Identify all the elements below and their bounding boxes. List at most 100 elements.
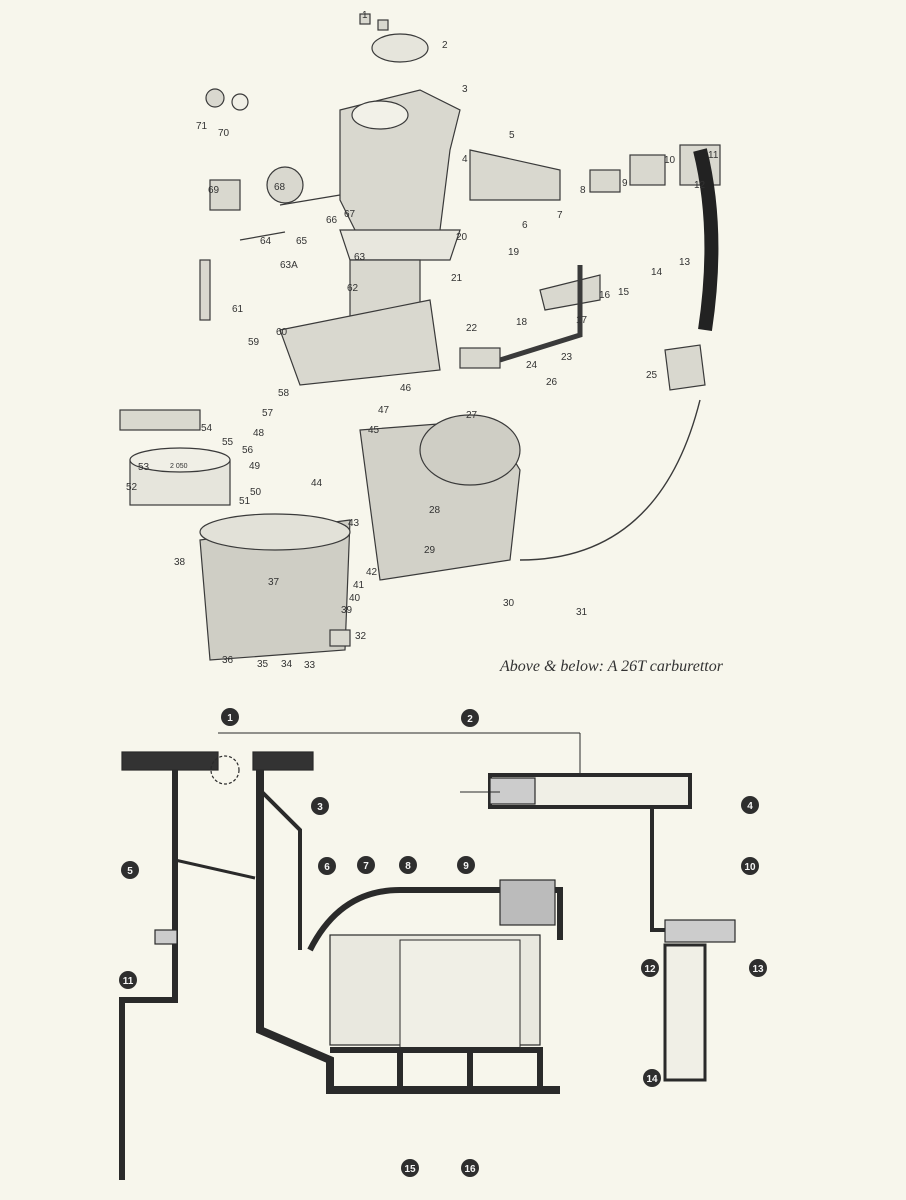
part-label-4: 4 — [462, 154, 468, 165]
part-label-62: 62 — [347, 283, 359, 294]
part-label-5: 5 — [509, 130, 515, 141]
part-label-50: 50 — [250, 487, 262, 498]
part-label-49: 49 — [249, 461, 261, 472]
svg-text:11: 11 — [123, 976, 134, 987]
part-label-18: 18 — [516, 317, 528, 328]
part-label-70: 70 — [218, 128, 230, 139]
part-label-29: 29 — [424, 545, 436, 556]
cutaway-view-drawing — [119, 732, 736, 1180]
callout-11: 11 — [119, 971, 137, 989]
figure-caption: Above & below: A 26T carburettor — [500, 658, 723, 675]
part-label-23: 23 — [561, 352, 573, 363]
part-label-63: 63 — [354, 252, 366, 263]
callout-14: 14 — [643, 1069, 661, 1087]
part-label-12: 12 — [694, 180, 706, 191]
part-label-35: 35 — [257, 659, 269, 670]
part-label-25: 25 — [646, 370, 658, 381]
part-label-59: 59 — [248, 337, 260, 348]
part-label-56: 56 — [242, 445, 254, 456]
callout-7: 7 — [357, 856, 375, 874]
part-label-42: 42 — [366, 567, 378, 578]
part-label-51: 51 — [239, 496, 251, 507]
svg-text:1: 1 — [227, 713, 233, 724]
part-label-63a: 63A — [280, 260, 298, 271]
part-label-2: 2 — [442, 40, 448, 51]
part-label-37: 37 — [268, 577, 280, 588]
callout-4: 4 — [741, 796, 759, 814]
part-label-27: 27 — [466, 410, 478, 421]
part-label-67: 67 — [344, 209, 356, 220]
part-label-41: 41 — [353, 580, 365, 591]
svg-text:12: 12 — [644, 964, 656, 975]
part-label-38: 38 — [174, 557, 186, 568]
svg-text:6: 6 — [324, 862, 330, 873]
part-label-20: 20 — [456, 232, 468, 243]
callout-2: 2 — [461, 709, 479, 727]
part-label-58: 58 — [278, 388, 290, 399]
part-label-16: 16 — [599, 290, 611, 301]
part-label-69: 69 — [208, 185, 220, 196]
exploded-part-labels: 1 2 3 4 5 6 7 8 9 10 11 12 13 14 15 16 1… — [126, 10, 719, 671]
part-label-9: 9 — [622, 178, 628, 189]
float-bowl-marking: 2 050 — [170, 463, 188, 470]
callout-6: 6 — [318, 857, 336, 875]
part-label-6: 6 — [522, 220, 528, 231]
part-label-26: 26 — [546, 377, 558, 388]
callout-15: 15 — [401, 1159, 419, 1177]
part-label-28: 28 — [429, 505, 441, 516]
svg-text:15: 15 — [404, 1164, 416, 1175]
part-label-65: 65 — [296, 236, 308, 247]
callout-8: 8 — [399, 856, 417, 874]
part-label-71: 71 — [196, 121, 208, 132]
callout-16: 16 — [461, 1159, 479, 1177]
part-label-17: 17 — [576, 315, 588, 326]
part-label-7: 7 — [557, 210, 563, 221]
part-label-43: 43 — [348, 518, 360, 529]
part-label-15: 15 — [618, 287, 630, 298]
part-label-19: 19 — [508, 247, 520, 258]
exploded-view-drawing — [119, 13, 721, 661]
part-label-64: 64 — [260, 236, 272, 247]
part-label-33: 33 — [304, 660, 316, 671]
part-label-40: 40 — [349, 593, 361, 604]
svg-text:16: 16 — [464, 1164, 476, 1175]
part-label-53: 53 — [138, 462, 150, 473]
svg-text:4: 4 — [747, 801, 753, 812]
part-label-44: 44 — [311, 478, 323, 489]
callout-1: 1 — [221, 708, 239, 726]
cutaway-callouts: 1 2 3 4 5 6 7 8 9 10 11 12 13 14 15 16 — [119, 708, 767, 1177]
svg-text:8: 8 — [405, 861, 411, 872]
part-label-11: 11 — [708, 150, 719, 161]
part-label-60: 60 — [276, 327, 288, 338]
part-label-57: 57 — [262, 408, 274, 419]
part-label-30: 30 — [503, 598, 515, 609]
part-label-46: 46 — [400, 383, 412, 394]
svg-text:7: 7 — [363, 861, 369, 872]
part-label-68: 68 — [274, 182, 286, 193]
callout-12: 12 — [641, 959, 659, 977]
svg-text:5: 5 — [127, 866, 133, 877]
part-label-24: 24 — [526, 360, 538, 371]
part-label-61: 61 — [232, 304, 244, 315]
callout-10: 10 — [741, 857, 759, 875]
part-label-31: 31 — [576, 607, 588, 618]
part-label-39: 39 — [341, 605, 353, 616]
part-label-47: 47 — [378, 405, 390, 416]
svg-text:2: 2 — [467, 714, 473, 725]
part-label-36: 36 — [222, 655, 234, 666]
svg-text:10: 10 — [744, 862, 756, 873]
part-label-45: 45 — [368, 425, 380, 436]
callout-3: 3 — [311, 797, 329, 815]
part-label-8: 8 — [580, 185, 586, 196]
part-label-34: 34 — [281, 659, 293, 670]
part-label-14: 14 — [651, 267, 663, 278]
svg-text:9: 9 — [463, 861, 469, 872]
part-label-10: 10 — [664, 155, 676, 166]
callout-13: 13 — [749, 959, 767, 977]
svg-text:14: 14 — [646, 1074, 658, 1085]
part-label-66: 66 — [326, 215, 338, 226]
part-label-32: 32 — [355, 631, 367, 642]
callout-9: 9 — [457, 856, 475, 874]
svg-text:3: 3 — [317, 802, 323, 813]
